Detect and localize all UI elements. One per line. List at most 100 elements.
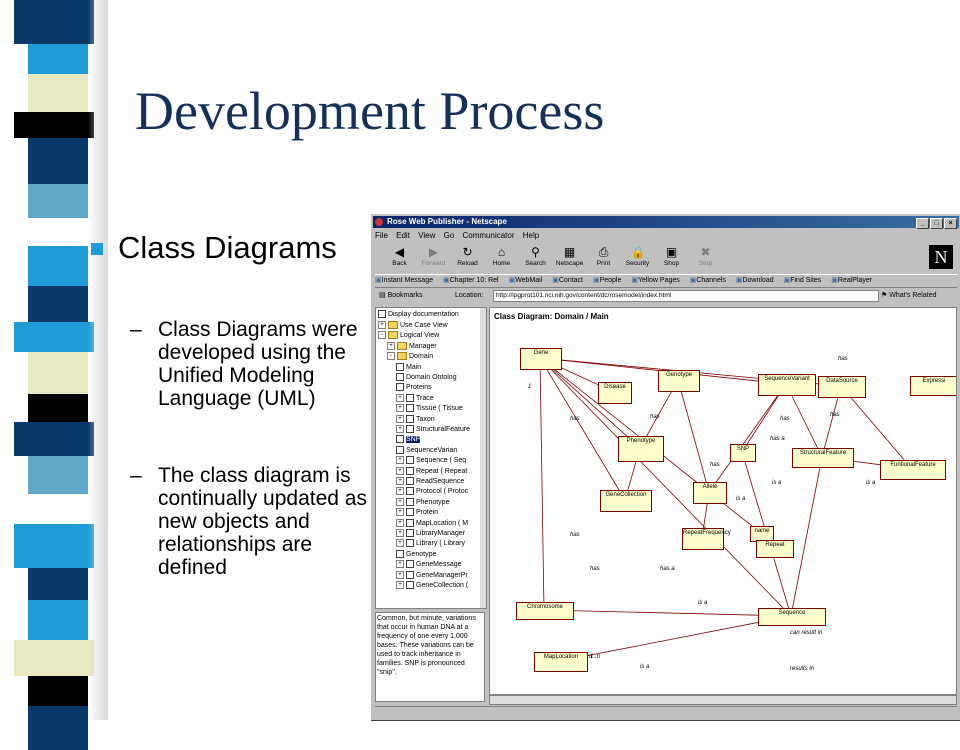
pt-realplayer[interactable]: RealPlayer — [831, 277, 872, 284]
tree-item[interactable]: Main — [396, 362, 421, 371]
tree-item-label: MapLocation ( M — [416, 519, 469, 527]
tree-item[interactable]: +ReadSequence — [396, 477, 464, 485]
expand-icon[interactable]: + — [396, 414, 404, 423]
tree-item[interactable]: +Tissue ( Tissue — [396, 404, 463, 413]
collapse-icon[interactable]: - — [387, 352, 395, 361]
uml-class[interactable]: RepeatFrequency — [682, 528, 731, 550]
tree-item[interactable]: Genotype — [396, 549, 436, 558]
tree-item[interactable]: -Logical View — [378, 331, 439, 340]
expand-icon[interactable]: + — [396, 404, 404, 413]
uml-class[interactable]: Phenotype — [618, 436, 664, 462]
uml-class[interactable]: MapLocation — [534, 652, 588, 672]
tree-scrollbar[interactable] — [480, 308, 486, 608]
tree-item[interactable]: +Library ( Library — [396, 539, 465, 548]
expand-icon[interactable]: + — [396, 393, 404, 402]
pt-people[interactable]: People — [593, 277, 621, 284]
tree-item[interactable]: +Protein — [396, 508, 438, 517]
uml-class[interactable]: Repeat — [756, 540, 794, 558]
expand-icon[interactable]: + — [396, 560, 404, 569]
expand-icon[interactable]: + — [396, 497, 404, 506]
display-documentation-checkbox[interactable]: Display documentation — [378, 310, 459, 318]
expand-icon[interactable]: + — [396, 581, 404, 589]
expand-icon[interactable]: + — [396, 570, 404, 579]
uml-class[interactable]: GeneCollection — [600, 490, 652, 512]
tree-item[interactable]: +GeneManagerPr — [396, 570, 468, 579]
back-button[interactable]: ◀Back — [392, 245, 407, 267]
pt-yellow-pages[interactable]: Yellow Pages — [631, 277, 679, 284]
tree-item[interactable]: +GeneMessage — [396, 560, 462, 569]
uml-class[interactable]: Genotype — [658, 370, 700, 392]
pt-channels[interactable]: Channels — [690, 277, 726, 284]
pt-find-sites[interactable]: Find Sites — [784, 277, 822, 284]
uml-class[interactable]: Gene — [520, 348, 562, 370]
tree-item[interactable]: +Repeat ( Repeat — [396, 466, 467, 475]
tree-item[interactable]: +Use Case View — [378, 321, 448, 329]
uml-class[interactable]: StructuralFeature — [792, 448, 854, 468]
expand-icon[interactable]: + — [396, 456, 404, 465]
uml-class[interactable]: Sequence — [758, 608, 826, 626]
class-icon — [406, 404, 414, 413]
search-button[interactable]: ⚲Search — [525, 245, 546, 267]
pt-webmail[interactable]: WebMail — [509, 277, 543, 284]
uml-class[interactable]: Disease — [598, 382, 632, 404]
forward-button[interactable]: ▶Forward — [421, 245, 446, 267]
expand-icon[interactable]: + — [387, 341, 395, 350]
expand-icon[interactable]: + — [396, 487, 404, 496]
bookmarks-button[interactable]: ▤ Bookmarks — [379, 292, 423, 299]
print-button[interactable]: ⎙Print — [596, 245, 611, 267]
reload-button[interactable]: ↻Reload — [457, 245, 478, 267]
close-button[interactable]: × — [944, 218, 957, 229]
diagram-horizontal-scrollbar[interactable] — [489, 695, 957, 705]
uml-class[interactable]: Chromosome — [516, 602, 574, 620]
expand-icon[interactable]: + — [396, 508, 404, 517]
uml-class[interactable]: SNP — [730, 444, 756, 462]
uml-class[interactable]: DataSource — [818, 376, 866, 398]
tree-item[interactable]: +Sequence ( Seq — [396, 456, 466, 465]
tree-item[interactable]: +Trace — [396, 393, 434, 402]
security-button[interactable]: 🔒Security — [625, 245, 650, 267]
pt-download[interactable]: Download — [736, 277, 774, 284]
menu-file[interactable]: File — [375, 231, 388, 240]
collapse-icon[interactable]: - — [378, 331, 386, 340]
tree-item[interactable]: -Domain — [387, 352, 433, 361]
stop-button[interactable]: ✖Stop — [698, 245, 713, 267]
tree-item[interactable]: SNP — [396, 435, 421, 444]
expand-icon[interactable]: + — [396, 539, 404, 548]
uml-class[interactable]: FuntionalFeature — [880, 460, 946, 480]
tree-item[interactable]: +GeneCollection ( — [396, 581, 468, 589]
menu-view[interactable]: View — [418, 231, 436, 240]
tree-item[interactable]: +Manager — [387, 341, 437, 350]
expand-icon[interactable]: + — [396, 425, 404, 433]
uml-class[interactable]: Expressi — [910, 376, 956, 396]
pt-chapter10[interactable]: Chapter 10: Rel — [443, 277, 499, 284]
tree-item[interactable]: SequenceVarian — [396, 445, 457, 454]
expand-icon[interactable]: + — [378, 321, 386, 329]
tree-item[interactable]: +Taxon — [396, 414, 435, 423]
tree-item[interactable]: +Phenotype — [396, 497, 449, 506]
minimize-button[interactable]: _ — [916, 218, 929, 229]
expand-icon[interactable]: + — [396, 477, 404, 485]
expand-icon[interactable]: + — [396, 466, 404, 475]
netscape-button[interactable]: ▦Netscape — [555, 245, 584, 267]
uml-class[interactable]: Allele — [693, 482, 727, 504]
tree-item[interactable]: Proteins — [396, 383, 432, 392]
pt-instant-message[interactable]: Instant Message — [375, 277, 433, 284]
tree-item[interactable]: + MapLocation ( M — [396, 518, 469, 527]
menu-go[interactable]: Go — [443, 231, 455, 240]
expand-icon[interactable]: + — [396, 518, 404, 527]
expand-icon[interactable]: + — [396, 529, 404, 537]
shop-button[interactable]: ▣Shop — [663, 245, 680, 267]
tree-item[interactable]: +StructuralFeature — [396, 425, 470, 433]
pt-contact[interactable]: Contact — [552, 277, 583, 284]
home-button[interactable]: ⌂Home — [492, 245, 511, 267]
whats-related-button[interactable]: ⚑ What's Related — [881, 292, 937, 299]
tree-item[interactable]: +LibraryManager — [396, 529, 465, 537]
menu-communicator[interactable]: Communicator — [462, 231, 515, 240]
url-field[interactable]: http://lpgprot101.nci.nih.gov/content/dc… — [493, 290, 879, 302]
maximize-button[interactable]: □ — [930, 218, 943, 229]
tree-item[interactable]: Domain Ontolog — [396, 373, 457, 381]
menu-help[interactable]: Help — [522, 231, 540, 240]
menu-edit[interactable]: Edit — [396, 231, 410, 240]
tree-item[interactable]: +Protocol ( Protoc — [396, 487, 468, 496]
uml-class[interactable]: SequenceVariant — [758, 374, 816, 396]
